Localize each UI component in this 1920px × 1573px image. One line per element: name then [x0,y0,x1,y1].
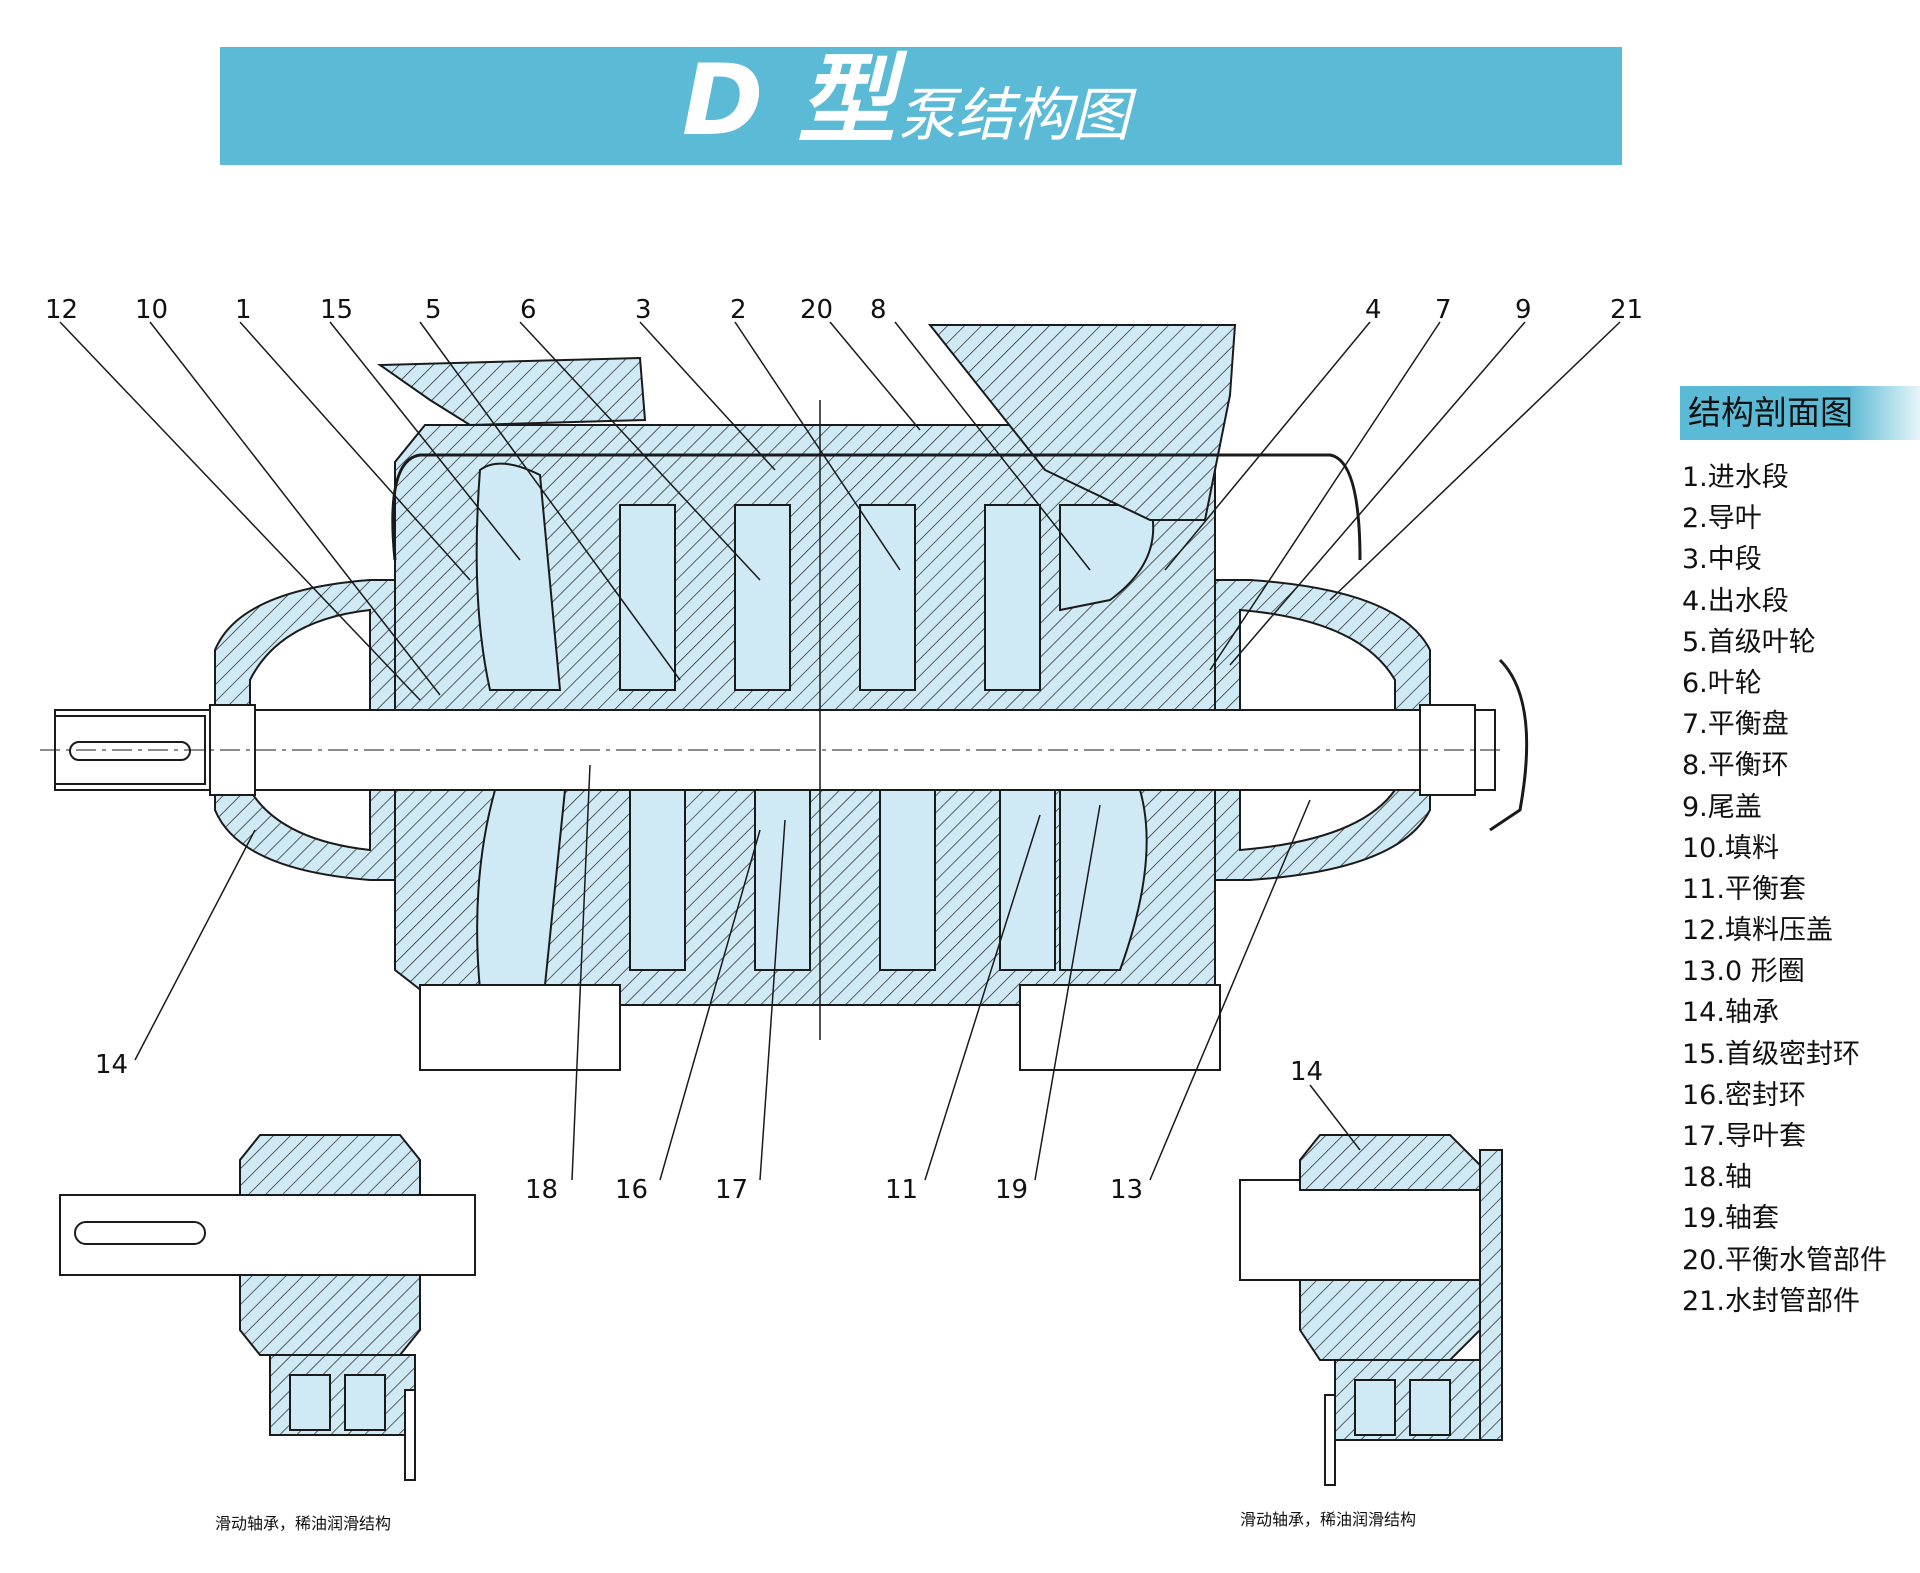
callout-5: 5 [425,295,442,325]
callout-10: 10 [135,295,168,325]
callout-14: 14 [95,1050,128,1080]
legend-item: 18.轴 [1682,1162,1752,1194]
callout-9: 9 [1515,295,1532,325]
legend-item: 2.导叶 [1682,503,1762,535]
callout-1: 1 [235,295,252,325]
legend-item: 19.轴套 [1682,1203,1779,1235]
title-banner [220,47,1622,165]
callout-2: 2 [730,295,747,325]
legend-item: 21.水封管部件 [1682,1285,1860,1317]
shaft-keyway [69,741,191,761]
legend-item: 20.平衡水管部件 [1682,1244,1887,1276]
callout-21: 21 [1610,295,1643,325]
left-bearing-detail [59,1134,476,1481]
callout-8: 8 [870,295,887,325]
legend-list: 1.进水段 2.导叶 3.中段 4.出水段 5.首级叶轮 6.叶轮 7.平衡盘 … [1682,457,1887,1322]
legend-item: 7.平衡盘 [1682,709,1789,741]
callout-18: 18 [525,1175,558,1205]
caption-right: 滑动轴承，稀油润滑结构 [1240,1510,1417,1529]
title-main: D 型 [682,44,896,158]
stage-3-passage [859,504,916,691]
callout-6: 6 [520,295,537,325]
callout-12: 12 [45,295,78,325]
legend-item: 5.首级叶轮 [1682,626,1816,658]
stage-2-passage-lower [754,789,811,971]
stage-1-passage-lower [629,789,686,971]
outlet-nozzle [927,324,1237,521]
callout-16: 16 [615,1175,648,1205]
legend-item: 1.进水段 [1682,462,1789,493]
legend-item: 9.尾盖 [1682,791,1762,823]
legend-item: 14.轴承 [1682,997,1779,1029]
callout-17: 17 [715,1175,748,1205]
legend-item: 8.平衡环 [1682,750,1789,782]
callout-20: 20 [800,295,833,325]
legend-item: 10.填料 [1682,832,1779,864]
callout-labels: 12 10 1 15 5 6 3 2 20 8 4 7 9 21 14 18 1… [45,295,1643,1205]
legend-title: 结构剖面图 [1680,386,1920,440]
legend-item: 11.平衡套 [1682,873,1806,905]
callout-leaders [59,321,1621,1181]
legend-item: 17.导叶套 [1682,1121,1806,1152]
callout-11: 11 [885,1175,918,1205]
callout-14-detail: 14 [1290,1057,1323,1087]
legend-item: 3.中段 [1682,544,1762,576]
legend-item: 16.密封环 [1682,1079,1806,1111]
callout-13: 13 [1110,1175,1143,1205]
legend-item: 12.填料压盖 [1682,915,1833,947]
callout-19: 19 [995,1175,1028,1205]
title-sub: 泵结构图 [898,81,1131,149]
callout-15: 15 [320,295,353,325]
callout-3: 3 [635,295,652,325]
water-seal-pipe [1489,658,1529,832]
legend-item: 15.首级密封环 [1682,1038,1860,1070]
stage-4-passage-lower [999,789,1056,971]
stage-4-passage [984,504,1041,691]
left-foot [419,984,621,1071]
legend-item: 6.叶轮 [1682,667,1762,699]
inlet-nozzle [376,356,647,427]
stage-2-passage [734,504,791,691]
stage-3-passage-lower [879,789,936,971]
outlet-chamber-lower [1059,789,1148,971]
right-bearing-detail [1239,1084,1503,1486]
inlet-chamber [475,462,562,691]
callout-7: 7 [1435,295,1452,325]
legend-item: 13.0 形圈 [1682,956,1805,988]
balance-water-pipe [391,453,1362,561]
right-foot [1019,984,1221,1071]
main-pump-assembly [40,324,1529,1071]
caption-left: 滑动轴承，稀油润滑结构 [215,1514,392,1533]
legend-item: 4.出水段 [1682,585,1789,617]
callout-4: 4 [1365,295,1382,325]
